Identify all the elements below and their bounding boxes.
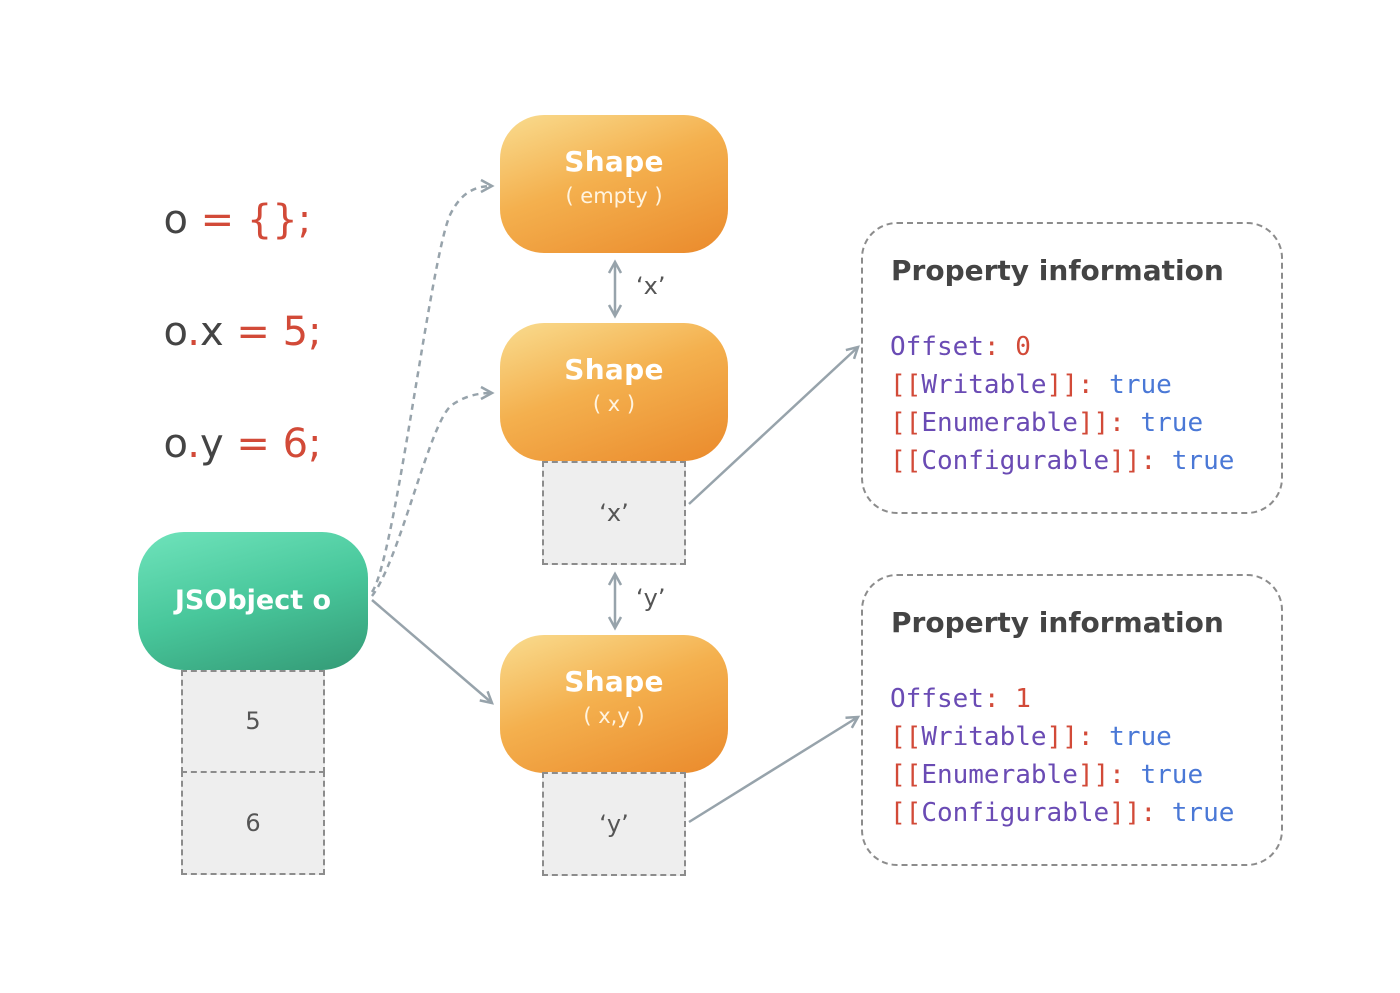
link-x-to-info — [688, 345, 860, 505]
shape-empty: Shape ( empty ) — [500, 115, 728, 253]
property-info-lines: Offset: 1 [[Writable]]: true [[Enumerabl… — [890, 684, 1235, 828]
shape-subtitle: ( x ) — [592, 392, 636, 416]
attribute-name: Writable — [921, 722, 1047, 752]
jsobject-value-cell: 5 — [181, 670, 325, 773]
code-token: {} — [246, 197, 298, 243]
offset-value: 0 — [1015, 332, 1031, 362]
jsobject-label: JSObject o — [174, 585, 332, 616]
offset-key: Offset — [890, 332, 984, 362]
property-info-title: Property information — [891, 606, 1224, 639]
code-token: = — [236, 421, 283, 467]
code-token: o — [163, 421, 188, 467]
property-info-box-x: Property information Offset: 0 [[Writabl… — [861, 222, 1283, 514]
solid-link-xy — [371, 599, 494, 705]
shape-title: Shape — [564, 145, 664, 178]
jsobject-node: JSObject o — [138, 532, 368, 670]
attribute-value: true — [1140, 760, 1204, 790]
code-token: = — [236, 309, 283, 355]
jsobject-value: 6 — [245, 809, 261, 837]
offset-key: Offset — [890, 684, 984, 714]
shape-subtitle: ( empty ) — [565, 184, 663, 208]
code-line-2: o.x = 5; — [138, 260, 322, 356]
code-line-1: o = {}; — [138, 148, 311, 244]
link-y-to-info — [688, 715, 861, 824]
code-token: x — [199, 309, 237, 355]
transition-label-x: ‘x’ — [636, 272, 666, 300]
shape-subtitle: ( x,y ) — [583, 704, 645, 728]
code-line-3: o.y = 6; — [138, 372, 322, 468]
attribute-name: Enumerable — [921, 760, 1078, 790]
attribute-value: true — [1171, 798, 1235, 828]
dashed-link-empty — [370, 178, 495, 593]
offset-value: 1 — [1015, 684, 1031, 714]
shape-title: Shape — [564, 353, 664, 386]
shape-key-cell-y: ‘y’ — [542, 772, 686, 876]
jsobject-value: 5 — [245, 707, 261, 735]
code-token: = — [200, 197, 247, 243]
code-token: o — [163, 197, 201, 243]
attribute-name: Configurable — [921, 446, 1110, 476]
code-token: 6; — [282, 421, 322, 467]
shape-key-cell-x: ‘x’ — [542, 461, 686, 565]
shape-xy: Shape ( x,y ) — [500, 635, 728, 773]
code-token: . — [187, 421, 200, 467]
transition-label-y: ‘y’ — [636, 584, 666, 612]
shape-key-label: ‘y’ — [599, 810, 629, 838]
dashed-link-x — [371, 385, 495, 597]
attribute-value: true — [1109, 370, 1172, 400]
code-token: . — [187, 309, 200, 355]
attribute-value: true — [1140, 408, 1204, 438]
attribute-name: Enumerable — [921, 408, 1078, 438]
shape-x: Shape ( x ) — [500, 323, 728, 461]
property-info-box-y: Property information Offset: 1 [[Writabl… — [861, 574, 1283, 866]
property-info-title: Property information — [891, 254, 1224, 287]
attribute-name: Writable — [921, 370, 1047, 400]
code-token: o — [163, 309, 188, 355]
code-token: 5; — [282, 309, 322, 355]
jsobject-value-cell: 6 — [181, 771, 325, 875]
code-token: y — [199, 421, 237, 467]
attribute-name: Configurable — [921, 798, 1110, 828]
property-info-lines: Offset: 0 [[Writable]]: true [[Enumerabl… — [890, 332, 1235, 476]
shape-title: Shape — [564, 665, 664, 698]
shape-key-label: ‘x’ — [599, 499, 629, 527]
attribute-value: true — [1109, 722, 1172, 752]
code-token: ; — [297, 197, 312, 243]
attribute-value: true — [1171, 446, 1235, 476]
